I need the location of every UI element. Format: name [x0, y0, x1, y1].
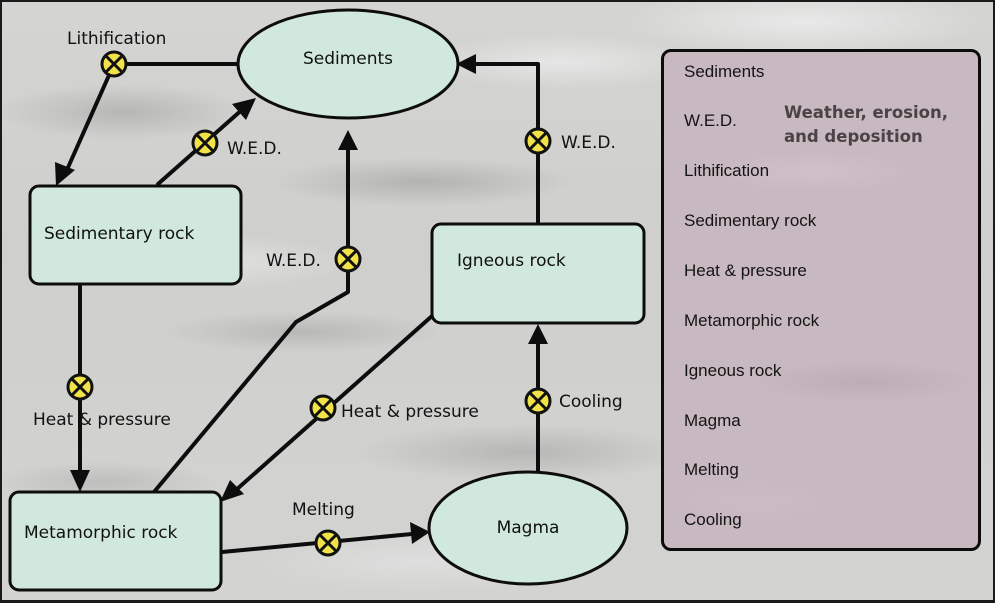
node-sediments: Sediments [236, 8, 460, 120]
node-sedimentary-rock: Sedimentary rock [28, 184, 243, 286]
arrowhead-to-sedimentary-lithification [55, 162, 75, 186]
arrowhead-to-magma-melting [410, 522, 430, 544]
marker-cooling-icon [524, 387, 552, 415]
node-igneous-rock-label: Igneous rock [457, 251, 566, 271]
node-sediments-label: Sediments [303, 49, 393, 69]
marker-melting-icon [314, 529, 342, 557]
edge-label-wed-sedimentary: W.E.D. [227, 139, 282, 159]
legend-item-wed[interactable]: W.E.D. [684, 111, 737, 130]
legend-panel: Sediments W.E.D. Weather, erosion, and d… [661, 49, 981, 551]
edge-label-wed-metamorphic: W.E.D. [266, 251, 321, 271]
legend-item-magma[interactable]: Magma [684, 411, 741, 430]
edge-lithification-line [64, 62, 242, 174]
arrowhead-to-sediments-wed-left [232, 98, 256, 120]
arrowhead-to-sediments-wed-middle [338, 130, 358, 150]
edge-label-lithification: Lithification [67, 29, 166, 49]
legend-wed-definition: Weather, erosion, and deposition [784, 103, 948, 146]
node-metamorphic-rock-label: Metamorphic rock [24, 523, 178, 543]
marker-heat-sedimentary-icon [66, 373, 94, 401]
arrowhead-to-metamorphic-heat-right [220, 480, 244, 502]
arrowhead-to-metamorphic-heat-left [70, 470, 90, 492]
legend-item-melting[interactable]: Melting [684, 460, 739, 479]
edge-wed-metamorphic-line [152, 146, 350, 494]
legend-item-sediments[interactable]: Sediments [684, 62, 765, 81]
marker-heat-igneous-icon [309, 394, 337, 422]
node-magma: Magma [427, 470, 629, 586]
marker-wed-metamorphic-icon [334, 245, 362, 273]
arrowhead-to-sediments-wed-right [456, 54, 476, 74]
marker-wed-sedimentary-icon [191, 129, 219, 157]
arrowhead-to-igneous-cooling [528, 324, 548, 344]
edge-label-heat-igneous: Heat & pressure [341, 402, 479, 422]
legend-item-heat-pressure[interactable]: Heat & pressure [684, 261, 807, 280]
edge-label-wed-igneous: W.E.D. [561, 133, 616, 153]
node-igneous-rock: Igneous rock [430, 222, 646, 325]
marker-lithification-icon [100, 50, 128, 78]
node-sedimentary-rock-label: Sedimentary rock [44, 224, 194, 244]
legend-item-lithification[interactable]: Lithification [684, 161, 770, 180]
legend-item-igneous-rock[interactable]: Igneous rock [684, 361, 782, 380]
edge-label-heat-sedimentary: Heat & pressure [33, 410, 171, 430]
legend-item-metamorphic-rock[interactable]: Metamorphic rock [684, 311, 820, 330]
legend-item-cooling[interactable]: Cooling [684, 510, 742, 529]
edge-wed-igneous-line [470, 62, 540, 226]
legend-item-sedimentary-rock[interactable]: Sedimentary rock [684, 211, 817, 230]
edge-label-melting: Melting [292, 500, 355, 520]
marker-wed-igneous-icon [524, 127, 552, 155]
edge-label-cooling: Cooling [559, 392, 623, 412]
node-magma-label: Magma [497, 518, 560, 538]
node-metamorphic-rock: Metamorphic rock [8, 490, 223, 592]
